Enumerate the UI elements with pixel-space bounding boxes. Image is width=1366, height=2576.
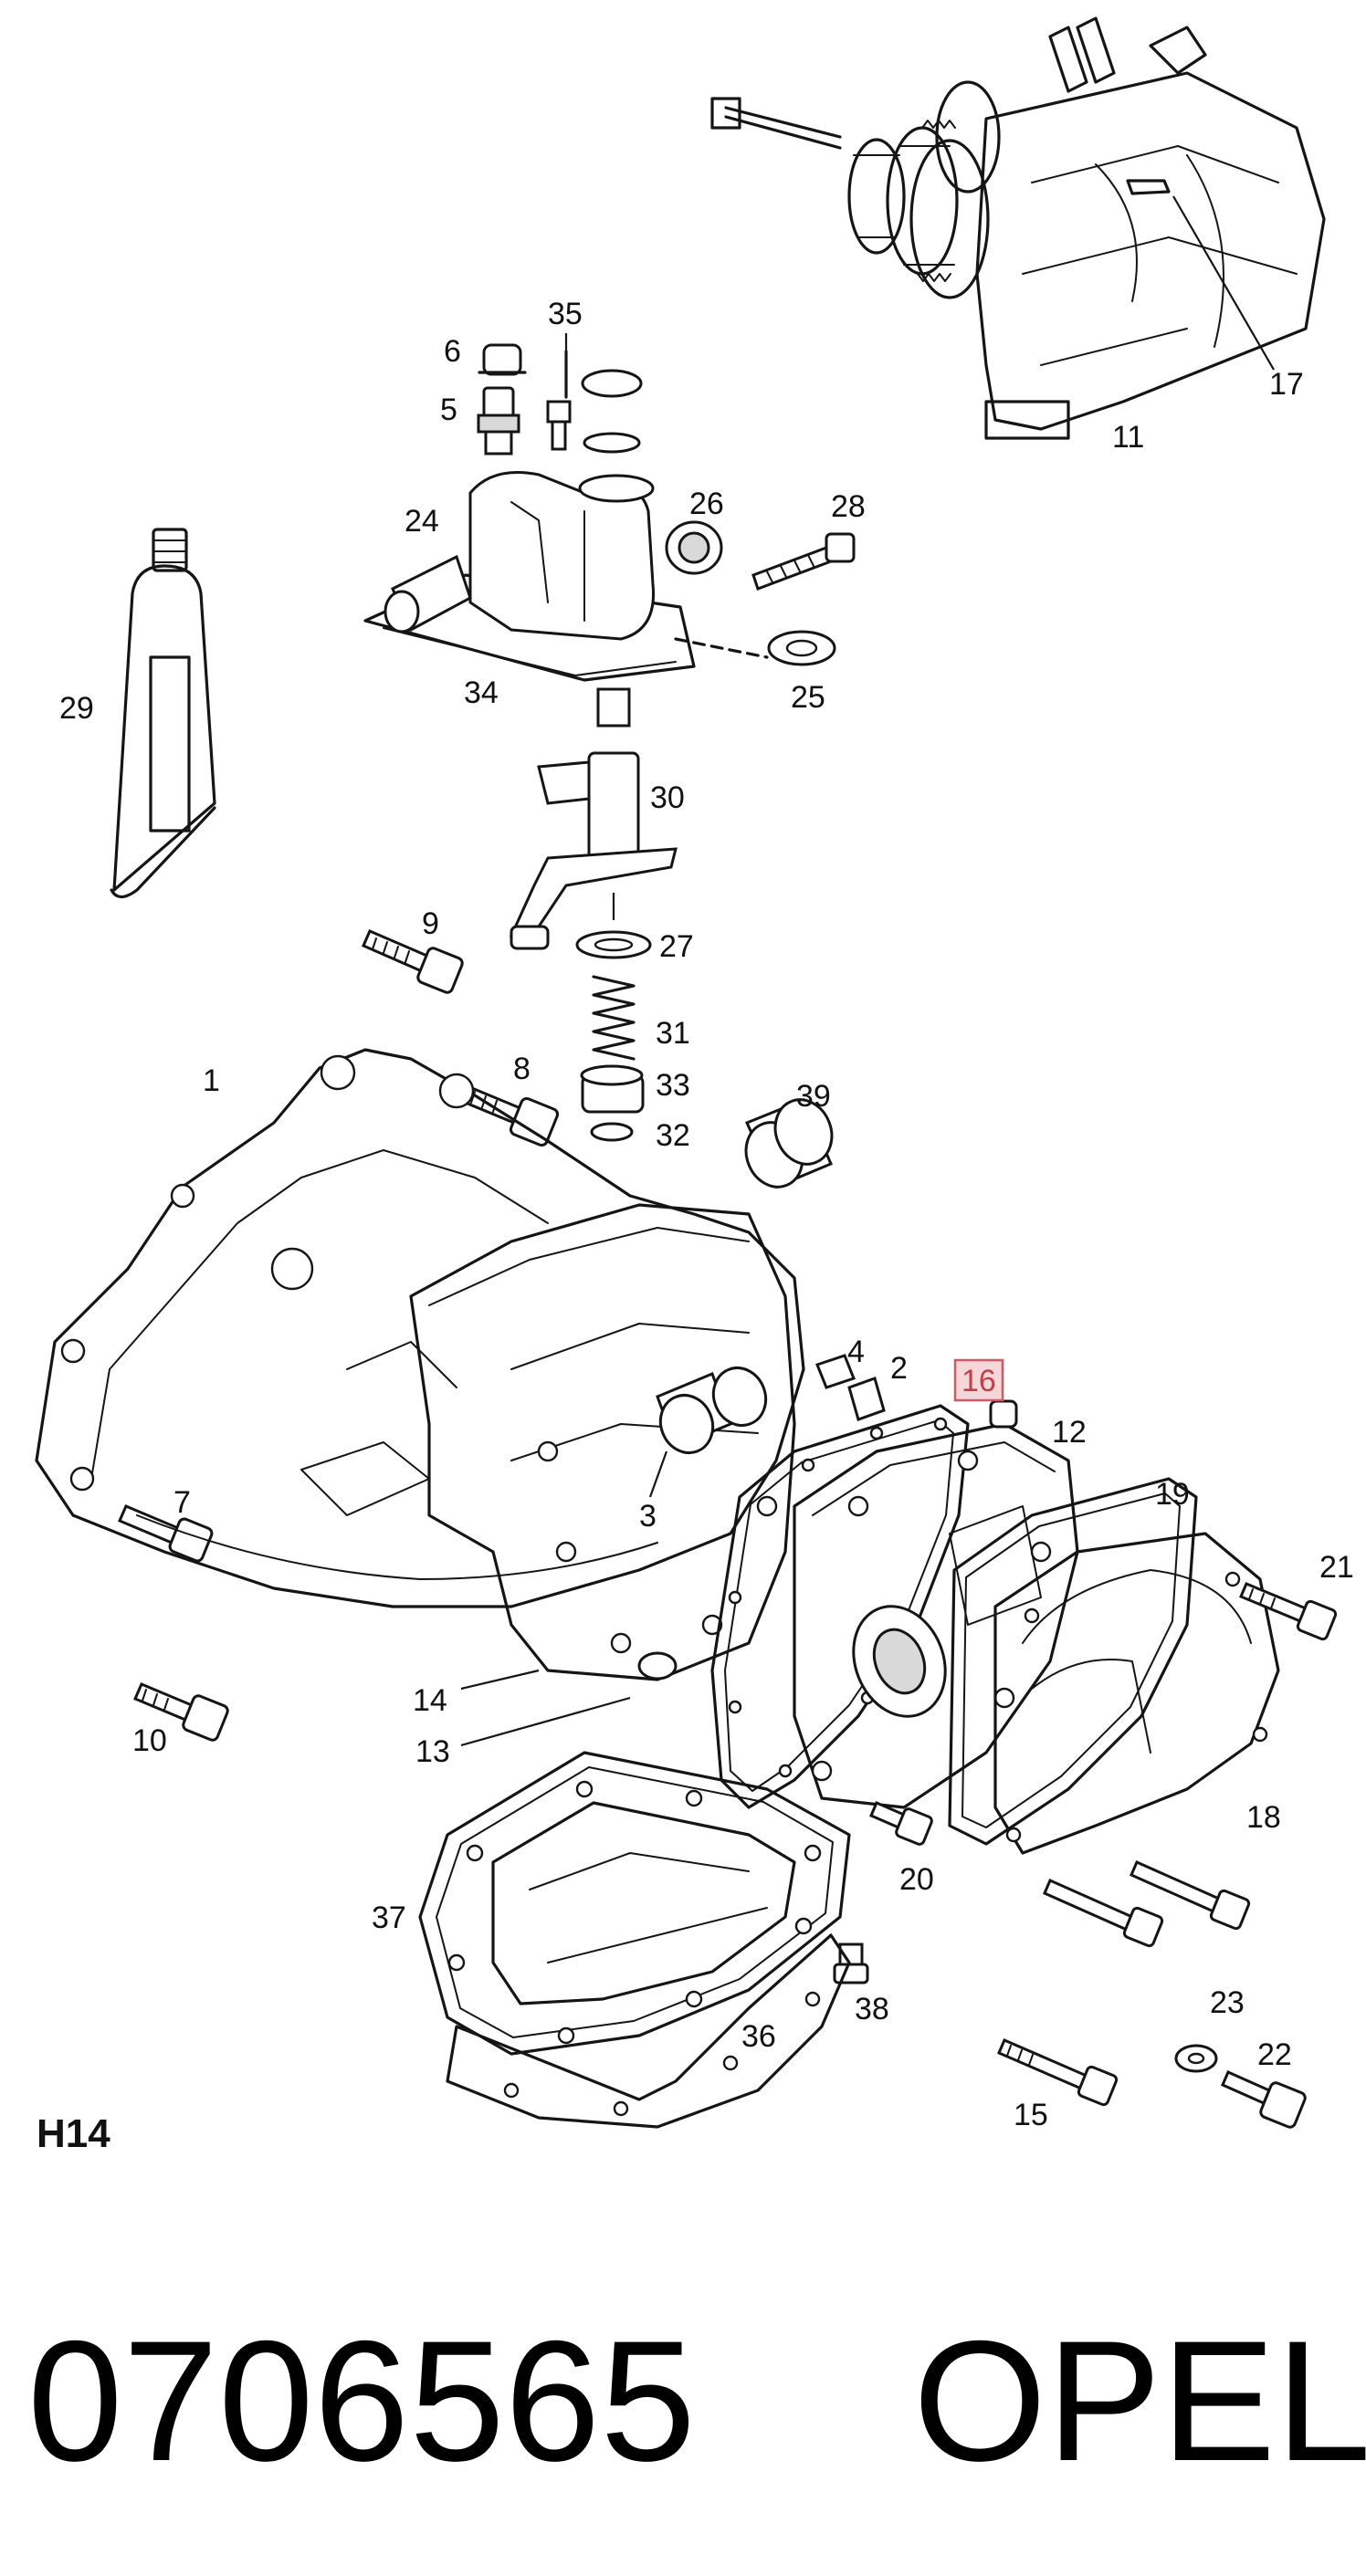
- callout-21: 21: [1319, 1550, 1354, 1585]
- callout-13: 13: [415, 1734, 450, 1769]
- end-cover-drawing: [948, 1477, 1280, 1855]
- callout-4: 4: [847, 1335, 865, 1369]
- callout-39: 39: [796, 1079, 831, 1114]
- cover-12-drawing: [793, 1399, 1079, 1809]
- callout-15: 15: [1014, 2098, 1048, 2132]
- callout-26: 26: [689, 487, 724, 521]
- callout-5: 5: [440, 393, 457, 427]
- gear-assembly-drawing: [710, 16, 1326, 440]
- brand-name: OPEL: [913, 2305, 1366, 2497]
- bush-drawing: [744, 1098, 834, 1189]
- callout-24: 24: [405, 504, 439, 539]
- callout-32: 32: [656, 1118, 690, 1153]
- callout-29: 29: [59, 691, 94, 726]
- callout-7: 7: [173, 1485, 191, 1520]
- callout-8: 8: [513, 1052, 531, 1086]
- callout-35: 35: [548, 297, 583, 331]
- callout-14: 14: [413, 1683, 447, 1718]
- sealant-tube-drawing: [110, 528, 216, 899]
- shift-shaft-stack-drawing: [509, 687, 678, 1142]
- callout-6: 6: [444, 334, 461, 369]
- callout-16-highlight: [953, 1358, 1004, 1402]
- callout-12: 12: [1052, 1415, 1087, 1450]
- callout-36: 36: [741, 2019, 776, 2054]
- callout-17: 17: [1269, 367, 1304, 402]
- callout-10: 10: [132, 1723, 167, 1758]
- callout-27: 27: [659, 929, 694, 964]
- callout-3: 3: [639, 1499, 657, 1534]
- callout-18: 18: [1246, 1800, 1281, 1835]
- callout-31: 31: [656, 1016, 690, 1051]
- callout-28: 28: [831, 489, 866, 524]
- callout-19: 19: [1155, 1477, 1190, 1512]
- callout-9: 9: [422, 906, 439, 941]
- bell-housing-drawing: [35, 1048, 805, 1608]
- callout-25: 25: [791, 680, 825, 715]
- callout-34: 34: [464, 675, 499, 710]
- leader-lines: [460, 333, 631, 1747]
- callout-33: 33: [656, 1068, 690, 1103]
- callout-23: 23: [1210, 1985, 1245, 2020]
- callout-30: 30: [650, 780, 685, 815]
- callout-16: 16: [961, 1364, 996, 1398]
- selector-housing-drawing: [363, 471, 856, 682]
- callout-22: 22: [1257, 2037, 1292, 2072]
- callout-20: 20: [899, 1862, 934, 1897]
- callout-11: 11: [1112, 420, 1144, 455]
- oil-pan-drawing: [418, 1751, 851, 2129]
- bolts-drawing: [118, 929, 560, 1742]
- small-fittings-drawing: [477, 343, 643, 456]
- callout-37: 37: [372, 1901, 406, 1935]
- callout-38: 38: [855, 1992, 889, 2026]
- callout-1: 1: [203, 1063, 220, 1098]
- callout-labels: 1 2 3 4 5 6 7 8 9 10 11 12 13 14 15 16 1…: [59, 297, 1354, 2132]
- gear-case-drawing: [409, 1203, 886, 1681]
- part-number: 0706565: [27, 2305, 696, 2497]
- sheet-code: H14: [37, 2111, 110, 2156]
- callout-2: 2: [890, 1351, 908, 1386]
- gasket-16-drawing: [710, 1404, 970, 1809]
